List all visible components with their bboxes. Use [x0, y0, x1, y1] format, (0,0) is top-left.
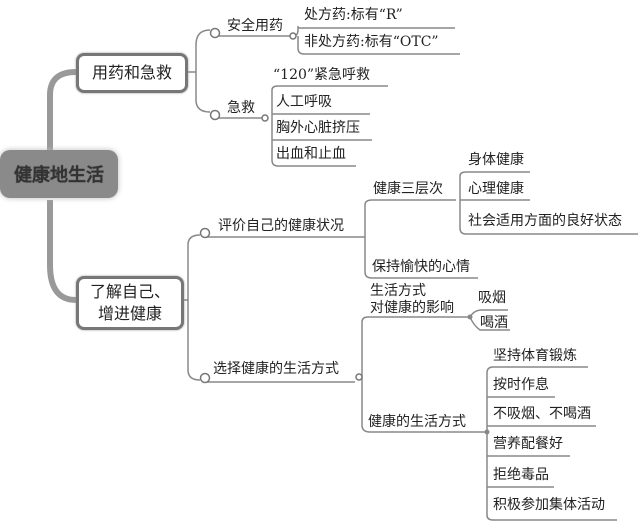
- leaf-otc: 非处方药:标有“OTC”: [304, 34, 439, 50]
- leaf-social-adaptation: 社会适用方面的良好状态: [468, 213, 622, 229]
- node-three-levels: 健康三层次: [373, 181, 443, 197]
- leaf-chest-compression: 胸外心脏挤压: [276, 120, 360, 136]
- leaf-refuse-drugs: 拒绝毒品: [493, 467, 549, 483]
- node-happy-mood: 保持愉快的心情: [372, 259, 470, 275]
- leaf-nutrition: 营养配餐好: [493, 436, 563, 452]
- leaf-physical-health: 身体健康: [468, 152, 524, 168]
- leaf-call-120: “120”紧急呼救: [273, 67, 371, 83]
- leaf-drinking: 喝酒: [480, 315, 508, 331]
- leaf-smoking: 吸烟: [478, 290, 506, 306]
- leaf-regular-schedule: 按时作息: [493, 377, 549, 393]
- node-evaluate-health: 评价自己的健康状况: [218, 218, 344, 234]
- leaf-no-smoking-drinking: 不吸烟、不喝酒: [493, 406, 591, 422]
- node-safe-medication: 安全用药: [227, 18, 283, 34]
- leaf-exercise: 坚持体育锻炼: [493, 348, 577, 364]
- node-choose-lifestyle: 选择健康的生活方式: [213, 361, 339, 377]
- node-lifestyle-impact-line1: 生活方式: [370, 283, 426, 299]
- leaf-mental-health: 心理健康: [468, 181, 524, 197]
- branch-medication-first-aid: 用药和急救: [76, 53, 188, 93]
- branch-label-line1: 了解自己、: [89, 282, 170, 301]
- branch-label-line2: 增进健康: [97, 304, 162, 323]
- central-topic: 健康地生活: [0, 150, 118, 198]
- leaf-bleeding-control: 出血和止血: [276, 146, 346, 162]
- node-healthy-lifestyle: 健康的生活方式: [368, 414, 466, 430]
- branch-know-yourself: 了解自己、 增进健康: [76, 276, 184, 330]
- node-first-aid: 急救: [227, 100, 255, 116]
- leaf-group-activities: 积极参加集体活动: [493, 497, 605, 513]
- node-lifestyle-impact-line2: 对健康的影响: [370, 300, 454, 316]
- leaf-prescription: 处方药:标有“R”: [304, 7, 403, 23]
- leaf-artificial-respiration: 人工呼吸: [276, 94, 332, 110]
